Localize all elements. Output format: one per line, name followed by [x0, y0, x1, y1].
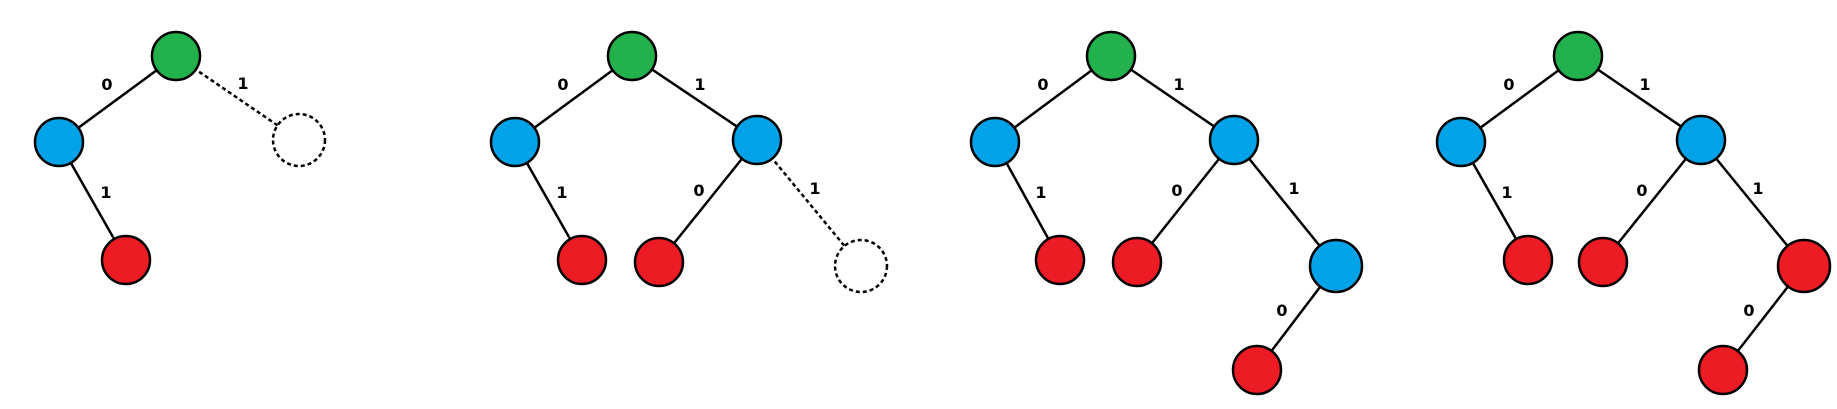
edge-label-r-a: 0: [1037, 75, 1048, 94]
panel-2: 0 1 1 0 1: [489, 30, 889, 294]
root-node-r: [150, 30, 202, 82]
edge-label-c-d: 0: [1171, 181, 1182, 200]
edge-label-a-b: 1: [1035, 183, 1046, 202]
edge-label-c-e: 1: [1288, 179, 1299, 198]
edge-label-c-e: 1: [1752, 179, 1763, 198]
internal-node-c: [731, 114, 783, 166]
internal-node-a: [969, 116, 1021, 168]
edge-label-e-f: 0: [1743, 301, 1754, 320]
panel-3: 0 1 1 0 1 0: [969, 30, 1364, 396]
placeholder-node-p: [833, 238, 889, 294]
edge-label-c-d: 0: [1636, 181, 1647, 200]
panel-1: 0 1 1: [33, 30, 327, 286]
leaf-node-d: [1577, 236, 1629, 288]
edge-label-a-b: 1: [556, 183, 567, 202]
root-node-r: [606, 30, 658, 82]
leaf-node-b: [100, 234, 152, 286]
internal-node-a: [1435, 116, 1487, 168]
internal-node-a: [33, 116, 85, 168]
edge-label-c-d: 0: [693, 181, 704, 200]
edge-label-r-a: 0: [557, 75, 568, 94]
edge-c-d: [1136, 139, 1235, 263]
internal-node-a: [489, 116, 541, 168]
leaf-node-f: [1231, 344, 1283, 396]
edge-c-d: [658, 139, 758, 263]
edge-label-a-b: 1: [1501, 183, 1512, 202]
edge-c-p: [756, 139, 862, 267]
leaf-node-d: [1111, 236, 1163, 288]
placeholder-node-p: [271, 112, 327, 168]
internal-node-e: [1308, 238, 1364, 294]
leaf-node-f: [1697, 344, 1749, 396]
internal-node-c: [1675, 114, 1727, 166]
leaf-node-b: [1034, 234, 1086, 286]
edge-label-r-a: 0: [1503, 75, 1514, 94]
root-node-r: [1085, 30, 1137, 82]
leaf-node-e: [1776, 238, 1832, 294]
edge-c-d: [1602, 139, 1702, 263]
leaf-node-b: [556, 234, 608, 286]
edge-label-r-a: 0: [101, 75, 112, 94]
edge-label-r-p: 1: [237, 74, 248, 93]
edge-label-a-b: 1: [100, 183, 111, 202]
internal-node-c: [1208, 114, 1260, 166]
leaf-node-b: [1502, 234, 1554, 286]
leaf-node-d: [633, 236, 685, 288]
edge-label-c-p: 1: [809, 179, 820, 198]
root-node-r: [1552, 30, 1604, 82]
edge-label-e-f: 0: [1276, 301, 1287, 320]
panel-4: 0 1 1 0 1 0: [1435, 30, 1832, 396]
edge-label-r-c: 1: [1639, 75, 1650, 94]
edge-label-r-c: 1: [1173, 75, 1184, 94]
edge-label-r-c: 1: [694, 75, 705, 94]
